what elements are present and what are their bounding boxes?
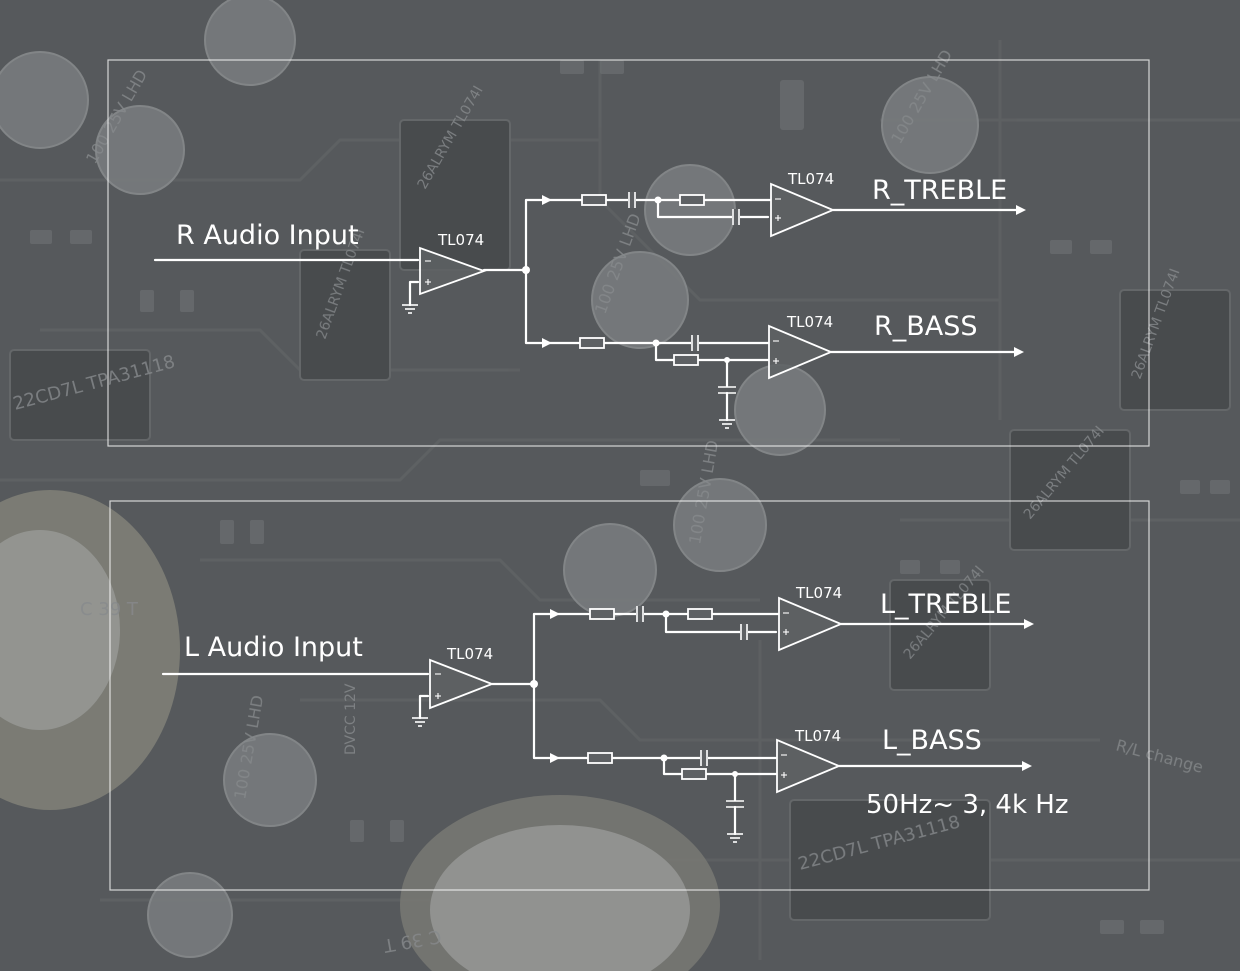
r-treble-chip-label: TL074 bbox=[787, 170, 834, 188]
r-treble-output-label: R_TREBLE bbox=[872, 175, 1007, 206]
r-treble-resistor-1 bbox=[581, 194, 607, 206]
r-treble-resistor-2 bbox=[679, 194, 705, 206]
l-treble-resistor-2 bbox=[687, 608, 713, 620]
left-channel: TL074 bbox=[161, 584, 1068, 843]
l-treble-resistor-1 bbox=[589, 608, 615, 620]
l-input-label: L Audio Input bbox=[184, 632, 363, 663]
r-buffer-ground-wire bbox=[408, 280, 420, 307]
r-bass-arrow-icon bbox=[1014, 347, 1024, 357]
r-bass-branch-wire bbox=[524, 268, 770, 345]
right-channel-frame bbox=[107, 59, 1150, 447]
l-bass-arrow-icon bbox=[1022, 761, 1032, 771]
l-treble-arrow-icon bbox=[1024, 619, 1034, 629]
frequency-range-label: 50Hz~ 3, 4k Hz bbox=[866, 790, 1068, 820]
l-treble-output-label: L_TREBLE bbox=[880, 589, 1011, 620]
r-bass-capacitor-1 bbox=[691, 335, 699, 351]
r-buffer-ground-icon bbox=[402, 304, 418, 314]
r-input-label: R Audio Input bbox=[176, 220, 359, 251]
r-buffer-opamp bbox=[419, 246, 487, 296]
l-buffer-chip-label: TL074 bbox=[446, 645, 493, 663]
r-bass-ground-icon bbox=[719, 419, 735, 429]
l-treble-chip-label: TL074 bbox=[795, 584, 842, 602]
l-bass-resistor-2 bbox=[681, 768, 707, 780]
l-treble-opamp bbox=[778, 596, 844, 652]
l-buffer-ground-icon bbox=[412, 717, 428, 727]
r-treble-capacitor-1 bbox=[628, 192, 636, 208]
r-treble-capacitor-2 bbox=[732, 209, 740, 225]
right-channel: TL074 bbox=[153, 170, 1026, 429]
vcc-marking: DVCC 12V bbox=[343, 683, 359, 755]
l-bass-resistor-1 bbox=[587, 752, 613, 764]
l-bass-ground-icon bbox=[727, 833, 743, 843]
l-buffer-opamp bbox=[429, 658, 495, 710]
l-bass-output-label: L_BASS bbox=[882, 725, 982, 756]
r-bass-chip-label: TL074 bbox=[786, 313, 833, 331]
r-bass-resistor-1 bbox=[579, 337, 605, 349]
l-bass-chip-label: TL074 bbox=[794, 727, 841, 745]
r-buffer-chip-label: TL074 bbox=[437, 231, 484, 249]
r-bass-opamp bbox=[768, 324, 834, 380]
l-bass-opamp bbox=[776, 738, 842, 794]
l-bass-branch-wire bbox=[532, 682, 778, 760]
r-bass-output-label: R_BASS bbox=[874, 311, 978, 342]
r-treble-arrow-icon bbox=[1016, 205, 1026, 215]
r-bass-resistor-2 bbox=[673, 354, 699, 366]
l-treble-capacitor-2 bbox=[740, 624, 748, 640]
l-buffer-ground-wire bbox=[418, 694, 430, 720]
r-treble-opamp bbox=[770, 182, 836, 238]
left-channel-frame bbox=[109, 500, 1150, 891]
l-treble-capacitor-1 bbox=[636, 606, 644, 622]
l-bass-capacitor-1 bbox=[700, 750, 708, 766]
